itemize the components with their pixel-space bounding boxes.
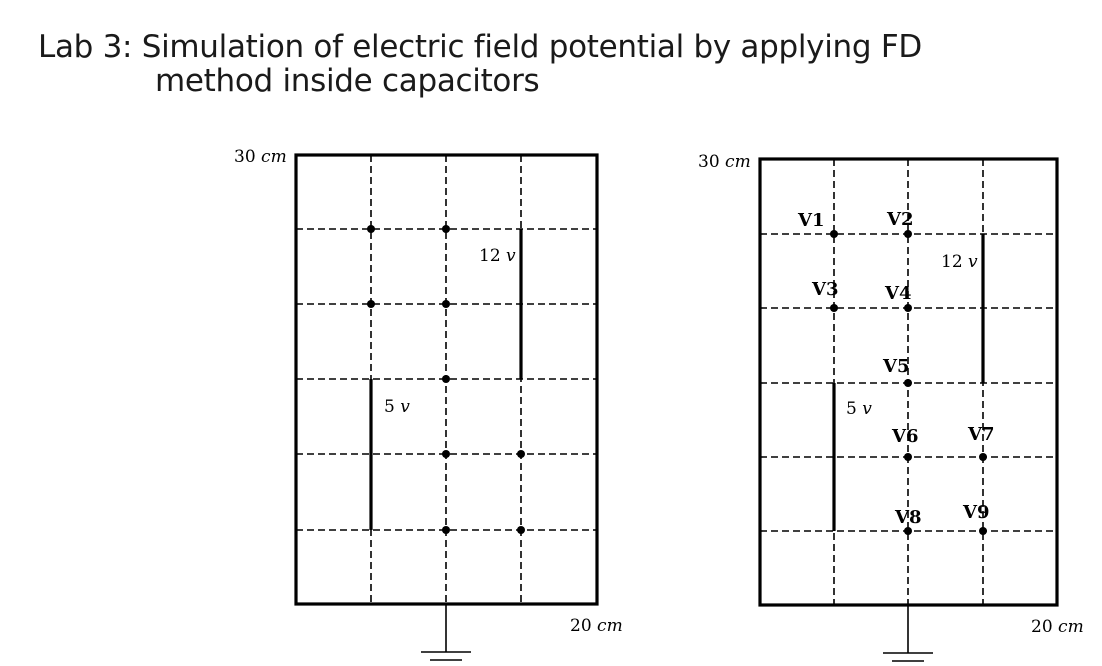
node-label-v4: V4 — [884, 283, 912, 304]
title-line-1: Lab 3: Simulation of electric field pote… — [38, 29, 922, 65]
right-node-v6 — [904, 453, 912, 461]
right-node-v5 — [904, 379, 912, 387]
node-label-v3: V3 — [811, 279, 839, 300]
right-node-v2 — [904, 230, 912, 238]
left-node — [517, 526, 525, 534]
right-node-v7 — [979, 453, 987, 461]
node-label-v6: V6 — [891, 426, 919, 447]
right-capacitor-diagram: V1 V2 V3 V4 V5 V6 V7 V8 V9 30 cm 20 cm 1… — [698, 152, 1084, 662]
left-node — [442, 300, 450, 308]
right-plate-12v-label: 12 v — [941, 252, 978, 272]
left-node — [442, 375, 450, 383]
node-label-v7: V7 — [967, 424, 995, 445]
left-node — [517, 450, 525, 458]
left-node — [367, 225, 375, 233]
node-label-v1: V1 — [797, 210, 825, 231]
page-title: Lab 3: Simulation of electric field pote… — [38, 30, 922, 98]
right-plate-5v-label: 5 v — [846, 399, 872, 419]
right-nodes — [830, 230, 987, 535]
left-ground-symbol — [421, 604, 471, 661]
left-node — [367, 300, 375, 308]
left-plate-5v-label: 5 v — [384, 397, 410, 417]
node-label-v8: V8 — [894, 507, 922, 528]
title-line-2: method inside capacitors — [155, 63, 540, 99]
right-node-v9 — [979, 527, 987, 535]
node-label-v2: V2 — [886, 209, 914, 230]
right-width-label: 20 cm — [1031, 617, 1084, 637]
right-node-v8 — [904, 527, 912, 535]
node-label-v9: V9 — [962, 502, 990, 523]
left-width-label: 20 cm — [570, 616, 623, 636]
left-node — [442, 450, 450, 458]
right-height-label: 30 cm — [698, 152, 751, 172]
right-node-v1 — [830, 230, 838, 238]
left-node — [442, 225, 450, 233]
left-node — [442, 526, 450, 534]
node-label-v5: V5 — [882, 356, 910, 377]
right-node-v3 — [830, 304, 838, 312]
left-capacitor-diagram: 30 cm 20 cm 12 v 5 v — [234, 147, 623, 661]
left-plate-12v-label: 12 v — [479, 246, 516, 266]
left-height-label: 30 cm — [234, 147, 287, 167]
left-nodes — [367, 225, 525, 534]
right-ground-symbol — [883, 605, 933, 662]
right-node-v4 — [904, 304, 912, 312]
right-node-labels: V1 V2 V3 V4 V5 V6 V7 V8 V9 — [797, 209, 995, 528]
